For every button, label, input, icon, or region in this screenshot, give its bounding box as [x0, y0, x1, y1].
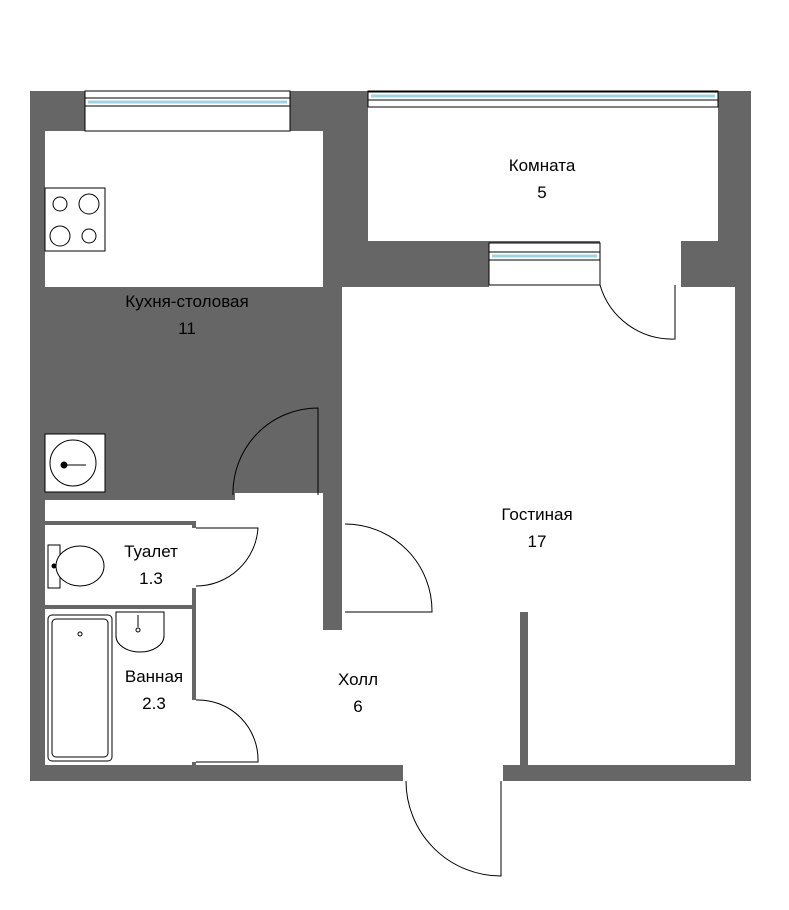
entrance-door: [405, 780, 502, 877]
inner-window-opening: [488, 242, 601, 286]
kitchen-bottom-wall: [45, 493, 235, 500]
burner-icon: [78, 193, 100, 215]
toilet-door: [195, 527, 259, 587]
bathtub-inner-icon: [51, 618, 109, 758]
kitchen-door-gap: [235, 493, 323, 502]
living-name: Гостиная: [501, 505, 572, 524]
bath-drain-icon: [77, 631, 83, 637]
living-door: [344, 523, 433, 613]
kitchen-window-opening: [84, 90, 291, 132]
burner-icon: [81, 228, 97, 244]
kitchen-name: Кухня-столовая: [125, 292, 248, 311]
toilet-bath-wall: [45, 605, 195, 609]
right-wall-upper: [718, 91, 751, 287]
living-hall-wall: [520, 612, 528, 765]
toilet-area: 1.3: [139, 569, 163, 588]
komnata-floor: [368, 107, 718, 241]
wc-hall-wall: [192, 521, 196, 765]
kitchen-door: [232, 407, 319, 496]
bathroom-area: 2.3: [142, 694, 166, 713]
living-area: 17: [528, 532, 547, 551]
living-floor: [342, 285, 735, 500]
bath-sink-drain-icon: [135, 627, 141, 633]
toilet-top-wall: [45, 521, 195, 525]
komnata-door: [599, 284, 676, 340]
windows: [84, 90, 719, 286]
komnata-door-gap: [600, 241, 681, 287]
komnata-area: 5: [537, 183, 546, 202]
room-labels: Комната 5 Кухня-столовая 11 Гостиная 17 …: [124, 156, 576, 716]
komnata-name: Комната: [509, 156, 576, 175]
hall-name: Холл: [338, 670, 378, 689]
hall-area: 6: [353, 697, 362, 716]
sink-bowl-icon: [49, 439, 97, 487]
bath-door-gap: [190, 700, 198, 762]
komnata-wall-side: [342, 91, 368, 287]
toilet-flush-icon: [51, 563, 57, 569]
hall-living-wall: [323, 495, 342, 630]
kitchen-area: 11: [178, 319, 196, 338]
toilet-bowl-icon: [55, 545, 105, 587]
fixtures: [44, 187, 165, 762]
burner-icon: [52, 196, 68, 212]
toilet-door-gap: [190, 528, 198, 588]
burner-icon: [49, 225, 71, 247]
bathroom-door: [195, 699, 259, 763]
kitchen-living-wall: [323, 131, 342, 495]
bath-sink-icon: [115, 611, 165, 653]
bathroom-name: Ванная: [125, 667, 183, 686]
toilet-name: Туалет: [124, 542, 178, 561]
doors: [195, 284, 676, 877]
entrance-gap: [403, 764, 503, 782]
